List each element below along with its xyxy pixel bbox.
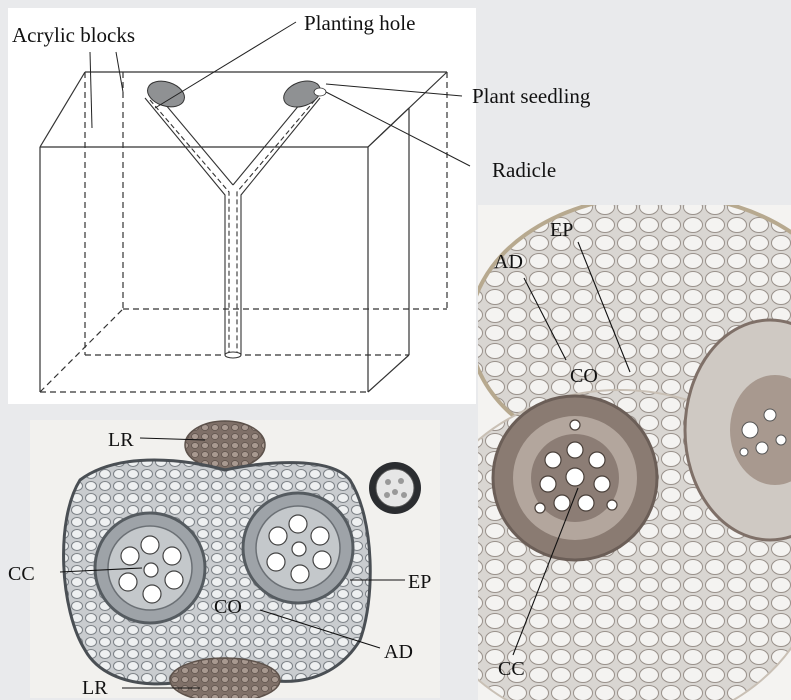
label-plant-seedling: Plant seedling (472, 84, 591, 108)
radicle (314, 88, 326, 96)
micrograph-left: LR CC CO EP AD LR (8, 420, 440, 700)
inset-root-section (369, 462, 421, 514)
label-ep-left: EP (408, 571, 431, 593)
label-planting-hole: Planting hole (304, 11, 415, 35)
label-cc-right: CC (498, 658, 525, 680)
label-co-left: CO (214, 596, 242, 618)
label-ep-right: EP (550, 219, 573, 241)
diagram-panel (8, 8, 476, 404)
label-cc-left: CC (8, 563, 35, 585)
label-acrylic-blocks: Acrylic blocks (12, 23, 135, 47)
lateral-root-top (185, 421, 265, 469)
label-ad-right: AD (494, 251, 523, 273)
label-lr-bottom: LR (82, 677, 108, 699)
label-lr-top: LR (108, 429, 134, 451)
label-co-right: CO (570, 365, 598, 387)
label-radicle: Radicle (492, 158, 556, 182)
label-ad-left: AD (384, 641, 413, 663)
lateral-root-bottom (170, 658, 280, 700)
